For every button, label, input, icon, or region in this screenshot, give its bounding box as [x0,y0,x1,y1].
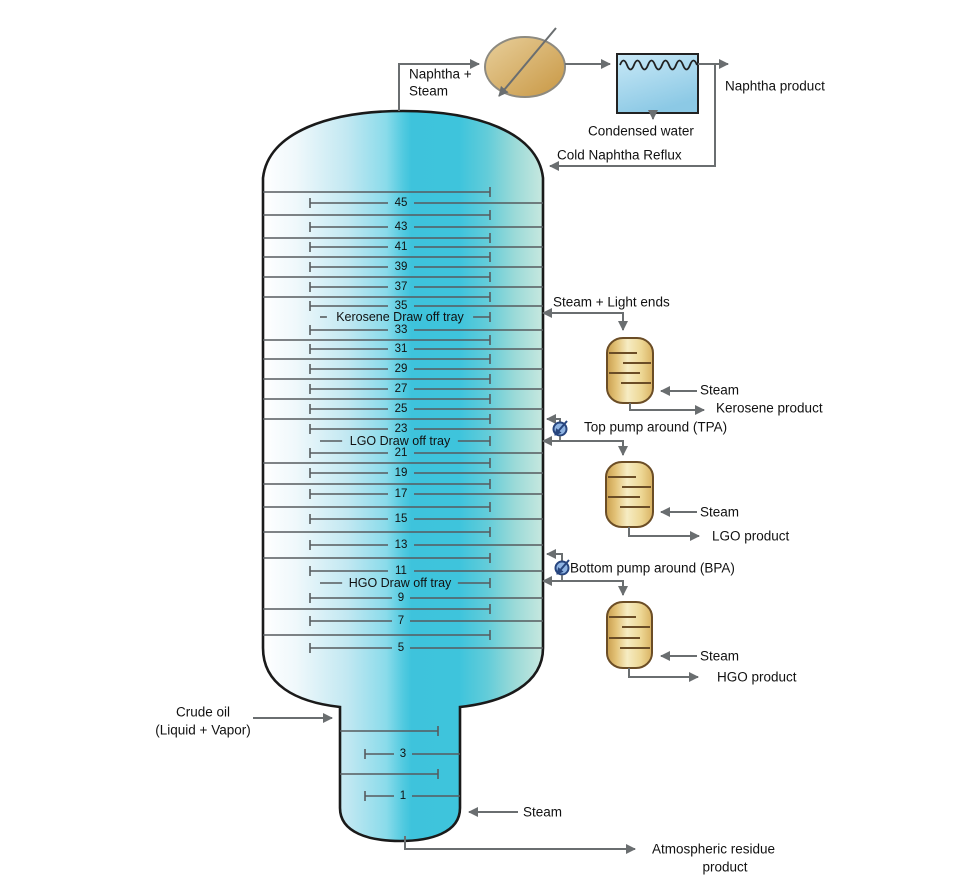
draw-off-tray-label: LGO Draw off tray [350,434,451,448]
kerosene-steam-label: Steam [700,383,739,398]
tray-number: 43 [395,221,408,233]
lgo-product-label: LGO product [712,529,790,544]
kerosene-product-line [629,403,705,415]
lgo-draw-line [542,436,628,456]
drum-liquid-level-wave [619,59,698,71]
tray-number: 25 [395,403,408,415]
kerosene-product-label: Kerosene product [716,401,823,416]
bpa-return-line [546,549,563,561]
hgo-product-label: HGO product [717,670,797,685]
tray-number: 5 [398,642,404,654]
hgo-product-line [628,668,699,682]
tray-number: 7 [398,615,404,627]
tpa-pump-slash [554,420,568,436]
bpa-pump-slash [556,559,570,575]
draw-off-tray-label: Kerosene Draw off tray [336,310,464,324]
hgo-steam-label: Steam [700,649,739,664]
overhead-vapor-line [398,59,480,111]
cold-reflux-line [549,64,716,171]
tray-number: 35 [395,300,408,312]
tray-number: 23 [395,423,408,435]
bpa-label: Bottom pump around (BPA) [570,561,735,576]
condenser-air-arrow [498,27,557,97]
tray-stack-bottom: 31 [340,726,460,802]
tray-number: 17 [395,488,408,500]
reflux-drum [616,53,699,114]
tray-number: 31 [395,343,408,355]
tray-number: 41 [395,241,408,253]
hgo-draw-line [542,576,628,596]
residue-label-line1: Atmospheric residue [652,842,775,857]
tray-number: 1 [400,790,406,802]
kerosene-draw-line [542,308,628,331]
tray-number: 19 [395,467,408,479]
tray-number: 33 [395,324,408,336]
tray-number: 21 [395,447,408,459]
lgo-steam-label: Steam [700,505,739,520]
overhead-condenser [484,36,566,98]
draw-off-tray-label: HGO Draw off tray [349,576,452,590]
naphtha-product-label: Naphtha product [725,79,825,94]
bottom-steam-label: Steam [523,805,562,820]
residue-label-line2: product [702,860,747,875]
tray-number: 39 [395,261,408,273]
crude-oil-label-line1: Crude oil [176,705,230,720]
tray-number: 11 [395,565,407,577]
tpa-label: Top pump around (TPA) [584,420,727,435]
hgo-stripper [606,601,653,669]
tray-number: 3 [400,748,406,760]
tpa-return-line [546,414,561,424]
cold-naphtha-reflux-label: Cold Naphtha Reflux [557,148,682,163]
tray-number: 45 [395,197,408,209]
tray-number: 29 [395,363,408,375]
distillation-tower-shell [261,109,545,843]
tray-number: 27 [395,383,408,395]
residue-line [404,836,636,854]
tray-number: 15 [395,513,408,525]
tray-stack-main: 45 43 41 39 37 35 33 31 29 27 25 23 21 19 17 15 13 11 9 7 5 [263,187,543,654]
lgo-product-line [628,527,700,541]
kerosene-stripper [606,337,654,404]
naphtha-steam-label-line2: Steam [409,84,448,99]
tray-number: 9 [398,592,404,604]
tray-number: 37 [395,281,408,293]
steam-light-ends-label: Steam + Light ends [553,295,670,310]
crude-oil-label-line2: (Liquid + Vapor) [155,723,250,738]
condensed-water-label: Condensed water [588,124,694,139]
tray-number: 13 [395,539,408,551]
naphtha-steam-label-line1: Naphtha + [409,67,472,82]
lgo-stripper [605,461,654,528]
